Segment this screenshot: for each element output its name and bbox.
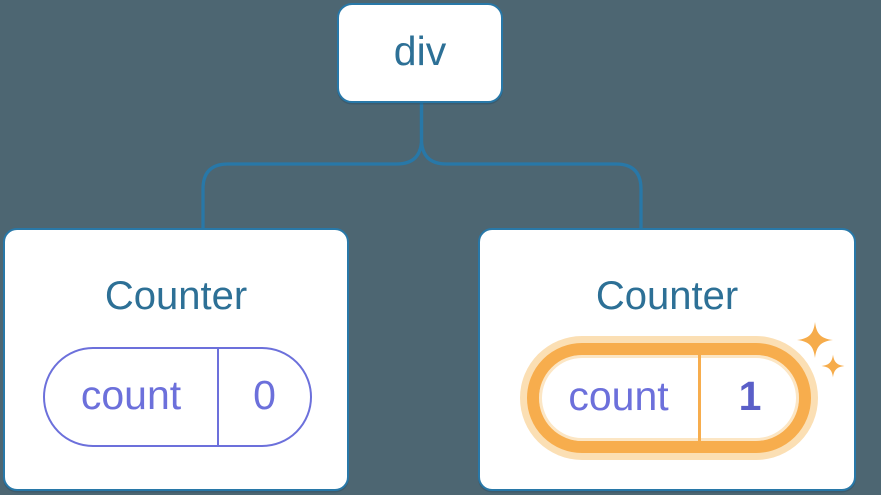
root-node-div: div [337,3,503,103]
state-pill-divider [217,349,219,445]
state-pill: count 0 [43,347,312,447]
state-value: 1 [738,372,762,419]
sparkle-small [821,354,845,378]
counter-title: Counter [104,274,248,318]
state-key-label: count [568,372,669,419]
connector-left-branch [201,103,424,229]
counter-card-left: Counter count 0 [3,228,349,491]
counter-card-right: Counter count 1 [478,228,856,491]
sparkle-large [797,322,833,358]
state-key-label: count [80,371,182,418]
state-pill-divider [698,355,701,441]
counter-title: Counter [595,274,739,318]
state-value: 0 [253,371,276,418]
root-node-label: div [393,27,447,74]
sparkles-icon [797,322,845,378]
connector-right-branch [419,103,643,229]
state-pill-highlighted: count 1 [527,343,811,453]
